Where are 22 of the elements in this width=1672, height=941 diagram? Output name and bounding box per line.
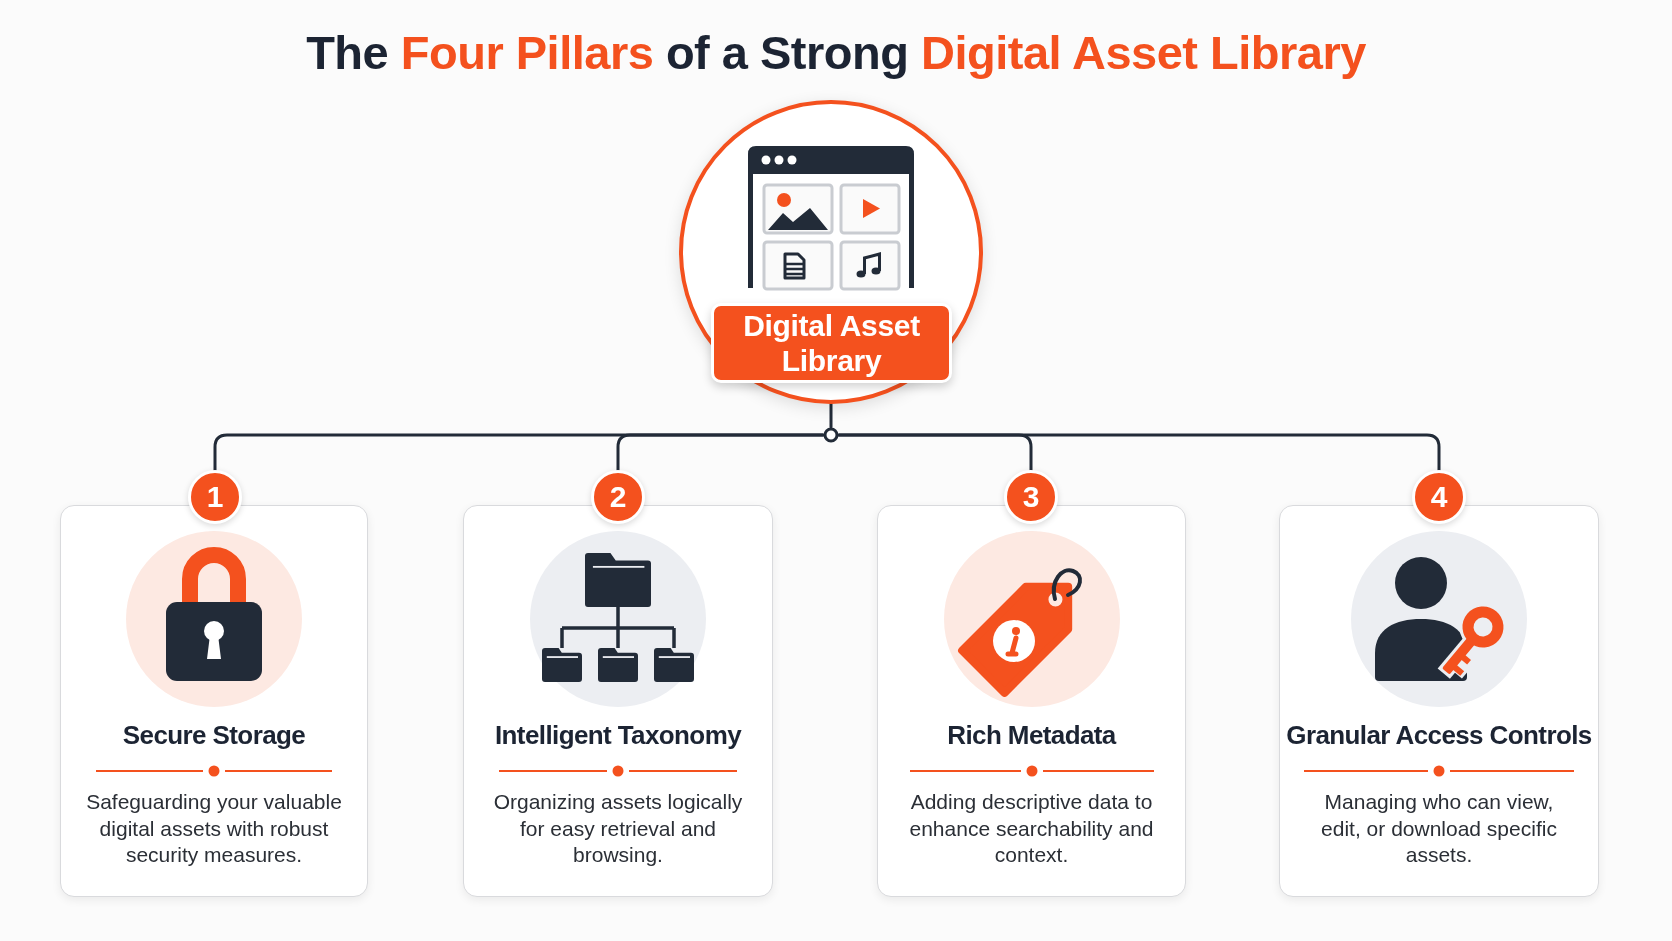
- card-description: Managing who can view, edit, or download specific assets.: [1320, 789, 1558, 868]
- card-description: Organizing assets logically for easy retrieval and browsing.: [492, 789, 744, 868]
- card-description: Safeguarding your valuable digital assets with robust security measures.: [85, 789, 343, 868]
- card-title: Intelligent Taxonomy: [494, 719, 742, 751]
- hub-label-banner: Digital Asset Library: [711, 303, 952, 383]
- connector-line: [837, 433, 1441, 472]
- card-title: Granular Access Controls: [1286, 719, 1592, 751]
- card-description: Adding descriptive data to enhance searchability and context.: [908, 789, 1155, 868]
- pillar-card: [877, 505, 1186, 897]
- junction-dot: [823, 427, 839, 443]
- number-badge: 1: [188, 470, 242, 524]
- card-title: Secure Storage: [122, 719, 306, 751]
- pillar-card: [1279, 505, 1599, 897]
- pillar-card: [463, 505, 773, 897]
- number-badge: 3: [1004, 470, 1058, 524]
- number-badge: 4: [1412, 470, 1466, 524]
- connector-line: [616, 433, 825, 472]
- card-title: Rich Metadata: [947, 719, 1116, 751]
- diagram-title: The Four Pillars of a Strong Digital Asset Library: [306, 25, 1366, 81]
- pillar-card: [60, 505, 368, 897]
- connector-line: [829, 402, 833, 429]
- number-badge: 2: [591, 470, 645, 524]
